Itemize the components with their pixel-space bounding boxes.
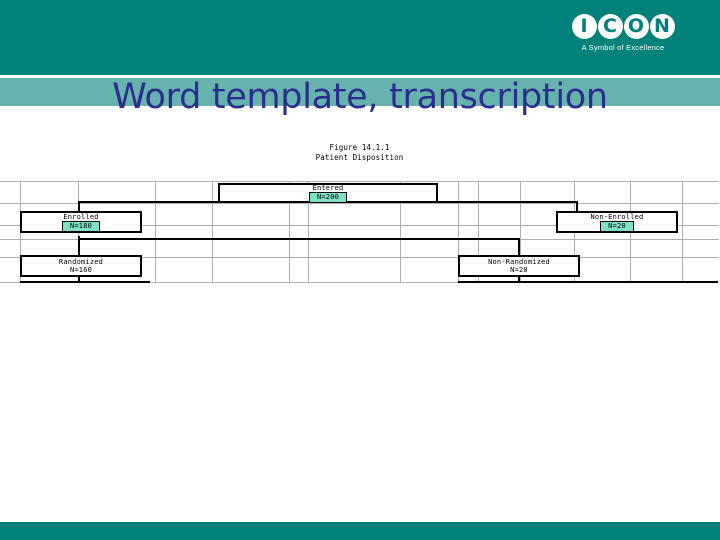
flowchart-node-randomized-count: N=160 — [69, 265, 93, 274]
flowchart-node-non-enrolled[interactable]: Non-Enrolled N=20 — [556, 211, 678, 233]
connector-h-randomize — [78, 238, 520, 240]
icon-logo-letter-o: O — [623, 14, 649, 39]
connector-v-enrolled — [78, 201, 80, 213]
connector-h-bottom-left — [20, 281, 150, 283]
gridline-row — [0, 181, 719, 182]
figure-caption-line1: Figure 14.1.1 — [329, 143, 390, 152]
gridline-col — [400, 181, 401, 282]
header-band-dark — [0, 0, 720, 75]
gridline-row — [0, 257, 719, 258]
slide-title: Word template, transcription — [112, 77, 608, 117]
gridline-col — [478, 181, 479, 282]
icon-logo-letter-n: N — [649, 14, 675, 39]
connector-v-non-enrolled — [576, 201, 578, 213]
gridline-row — [0, 282, 719, 283]
gridline-col — [212, 181, 213, 282]
gridline-col — [308, 181, 309, 282]
flowchart-node-entered-label: Entered — [312, 183, 344, 192]
footer-band — [0, 522, 720, 540]
flowchart-node-non-randomized-label: Non-Randomized — [488, 257, 550, 266]
icon-logo: I C O N A Symbol of Excellence — [570, 14, 676, 60]
flowchart-node-entered[interactable]: Entered N=200 — [218, 183, 438, 203]
figure-caption: Figure 14.1.1 Patient Disposition — [0, 143, 719, 163]
flowchart-node-enrolled[interactable]: Enrolled N=180 — [20, 211, 142, 233]
icon-logo-letter-c: C — [597, 14, 623, 39]
header-band-light — [0, 78, 720, 106]
connector-h-bottom-right — [458, 281, 718, 283]
flowchart-node-non-enrolled-count: N=20 — [600, 220, 634, 232]
header-band-gap — [0, 75, 720, 78]
flowchart-node-enrolled-count: N=180 — [61, 220, 101, 232]
gridline-col — [289, 181, 290, 282]
flowchart-node-enrolled-label: Enrolled — [63, 212, 99, 221]
gridline-row — [0, 225, 719, 226]
gridline-row — [0, 203, 719, 204]
flowchart-node-non-enrolled-label: Non-Enrolled — [590, 212, 644, 221]
icon-logo-letter-i: I — [571, 14, 597, 39]
flowchart-node-non-randomized[interactable]: Non-Randomized N=20 — [458, 255, 580, 277]
connector-v-randomized-tail — [78, 276, 80, 283]
connector-v-non-randomized-tail — [518, 276, 520, 283]
icon-logo-tagline: A Symbol of Excellence — [581, 43, 665, 52]
gridline-col — [458, 181, 459, 282]
connector-v-non-randomized — [518, 238, 520, 258]
embedded-spreadsheet-object[interactable]: Figure 14.1.1 Patient Disposition — [0, 143, 719, 283]
flowchart-node-entered-count: N=200 — [308, 191, 348, 203]
gridline-col — [155, 181, 156, 282]
flowchart-node-non-randomized-count: N=20 — [510, 265, 528, 274]
icon-logo-wordmark: I C O N — [571, 14, 675, 39]
flowchart-node-randomized-label: Randomized — [58, 257, 104, 266]
flowchart-node-randomized[interactable]: Randomized N=160 — [20, 255, 142, 277]
gridline-col — [520, 181, 521, 282]
figure-caption-line2: Patient Disposition — [315, 153, 404, 162]
connector-v-enrolled-down — [78, 236, 80, 258]
gridline-col — [682, 181, 683, 282]
